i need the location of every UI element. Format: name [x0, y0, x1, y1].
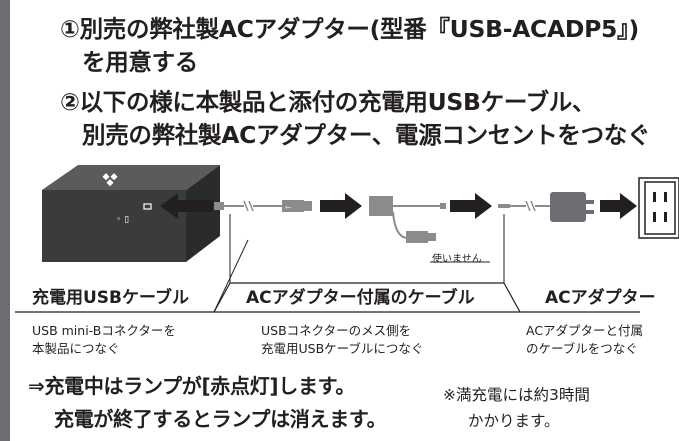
- unused-label: 使いません: [432, 254, 482, 265]
- label-usb-cable: 充電用USBケーブル: [32, 288, 189, 308]
- usb-port-icon: [143, 203, 152, 210]
- device-illustration: ◦ ▯: [42, 165, 220, 262]
- step2-line2: 別売の弊社製ACアダプター、電源コンセントをつなぐ: [82, 121, 651, 149]
- arrow-right-icon: [320, 193, 362, 219]
- label-ac-adapter: ACアダプター: [545, 288, 656, 308]
- cable-break-icon: [243, 200, 254, 212]
- result-line1: ⇒充電中はランプが[赤点灯]します。: [28, 374, 356, 398]
- note-ac-cable: USBコネクターのメス側を 充電用USBケーブルにつなぐ: [261, 323, 424, 356]
- note-ac-adapter: ACアダプターと付属 のケーブルをつなぐ: [526, 323, 644, 356]
- arrow-left-icon: [160, 193, 213, 219]
- device-logo-icon: [102, 173, 118, 187]
- arrow-right-icon: [450, 193, 492, 219]
- arrow-right-icon: [600, 193, 637, 219]
- step1-line1: ①別売の弊社製ACアダプター(型番『USB-ACADP5』): [60, 15, 639, 43]
- left-sidebar-bar: [0, 0, 10, 441]
- label-ac-cable: ACアダプター付属のケーブル: [246, 288, 475, 308]
- usb-a-connector-icon: [282, 200, 304, 212]
- result-line2: 充電が終了するとランプは消えます。: [54, 407, 387, 431]
- unused-usb-connector-icon: [406, 231, 428, 243]
- mini-usb-connector-icon: [214, 202, 224, 210]
- step1-line2: を用意する: [82, 48, 198, 76]
- note-usb-cable: USB mini-Bコネクターを 本製品につなぐ: [32, 323, 176, 356]
- usb-female-connector-icon: [369, 196, 393, 216]
- led-icon: ◦ ▯: [116, 215, 129, 225]
- ac-adapter-icon: [550, 192, 586, 222]
- svg-text:⇽: ⇽: [285, 203, 292, 212]
- cable-break-icon: [525, 200, 536, 212]
- wall-outlet-icon: [638, 177, 679, 239]
- charge-time-note-line2: かかります。: [468, 412, 560, 430]
- charge-time-note-line1: ※満充電には約3時間: [443, 386, 590, 404]
- step2-line1: ②以下の様に本製品と添付の充電用USBケーブル、: [60, 88, 596, 116]
